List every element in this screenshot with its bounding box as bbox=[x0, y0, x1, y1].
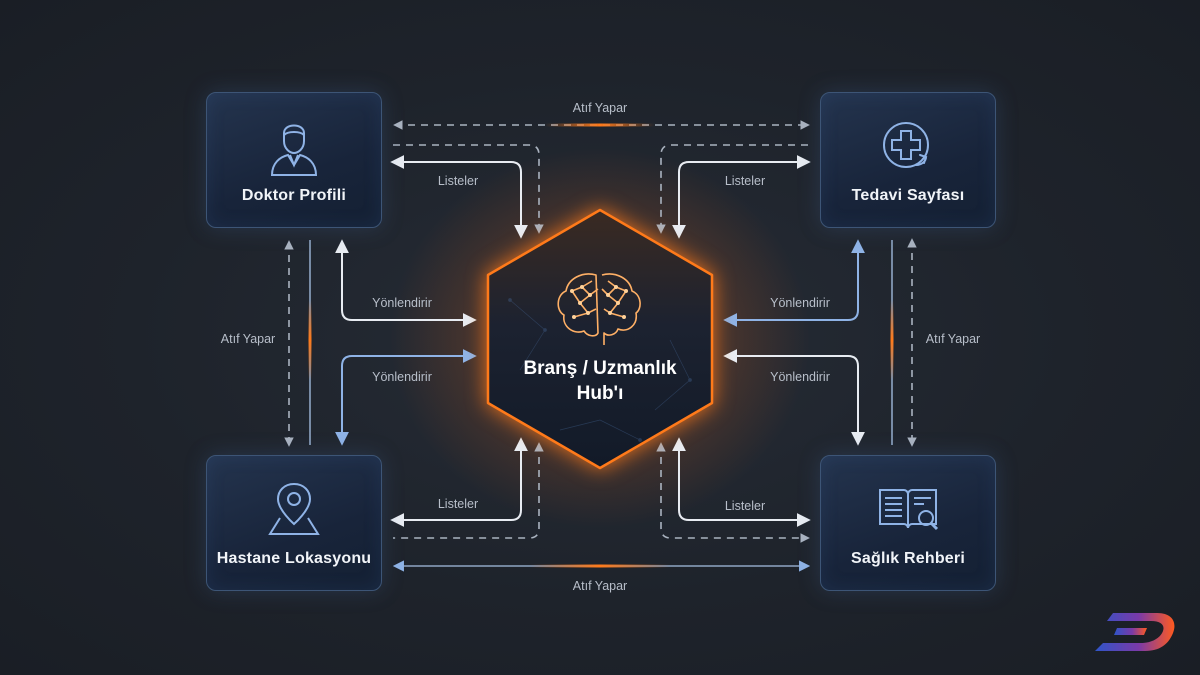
edge-right-atif: Atıf Yapar bbox=[890, 238, 980, 447]
edge-label-bottom-atif: Atıf Yapar bbox=[573, 579, 627, 593]
node-doctor-profile[interactable]: Doktor Profili bbox=[206, 92, 382, 228]
brain-icon bbox=[557, 273, 641, 345]
brand-logo bbox=[1095, 613, 1175, 651]
edge-right-yonlendirir-1: Yönlendirir bbox=[723, 239, 865, 327]
edge-label-listeler-br: Listeler bbox=[725, 499, 765, 513]
edge-left-yonlendirir-2: Yönlendirir bbox=[335, 349, 477, 446]
edge-label-top-atif: Atıf Yapar bbox=[573, 101, 627, 115]
edge-label-right-atif: Atıf Yapar bbox=[926, 332, 980, 346]
edge-label-listeler-bl: Listeler bbox=[438, 497, 478, 511]
edge-label-yonlendirir-l2: Yönlendirir bbox=[372, 370, 432, 384]
edge-listeler-tr: Listeler bbox=[656, 144, 811, 239]
medical-cross-icon bbox=[883, 122, 929, 168]
node-label-hospital: Hastane Lokasyonu bbox=[216, 550, 372, 567]
edge-label-listeler-tr: Listeler bbox=[725, 174, 765, 188]
location-pin-icon bbox=[268, 482, 320, 535]
node-label-doctor: Doktor Profili bbox=[241, 187, 347, 204]
hub-title-line2: Hub'ı bbox=[577, 383, 624, 404]
hub-title-line1: Branş / Uzmanlık bbox=[523, 358, 677, 379]
edge-listeler-bl: Listeler bbox=[390, 437, 544, 539]
node-hospital-location[interactable]: Hastane Lokasyonu bbox=[206, 455, 382, 591]
edge-left-yonlendirir-1: Yönlendirir bbox=[335, 239, 477, 327]
node-label-guide: Sağlık Rehberi bbox=[851, 550, 965, 567]
edge-right-yonlendirir-2: Yönlendirir bbox=[723, 349, 865, 446]
edge-label-yonlendirir-r1: Yönlendirir bbox=[770, 296, 830, 310]
edge-bottom-atif: Atıf Yapar bbox=[392, 560, 811, 593]
edge-label-left-atif: Atıf Yapar bbox=[221, 332, 275, 346]
node-label-treatment: Tedavi Sayfası bbox=[851, 187, 965, 204]
node-treatment-page[interactable]: Tedavi Sayfası bbox=[820, 92, 996, 228]
doctor-icon bbox=[270, 124, 318, 176]
edge-label-yonlendirir-l1: Yönlendirir bbox=[372, 296, 432, 310]
edge-label-listeler-tl: Listeler bbox=[438, 174, 478, 188]
edge-listeler-tl: Listeler bbox=[390, 144, 544, 239]
edge-listeler-br: Listeler bbox=[656, 437, 811, 543]
hub-node[interactable]: Branş / Uzmanlık Hub'ı bbox=[486, 208, 714, 470]
edge-label-yonlendirir-r2: Yönlendirir bbox=[770, 370, 830, 384]
edge-top-atif: Atıf Yapar bbox=[393, 101, 810, 130]
node-health-guide[interactable]: Sağlık Rehberi bbox=[820, 455, 996, 591]
edge-left-atif: Atıf Yapar bbox=[221, 240, 312, 447]
hub-network-texture bbox=[508, 298, 692, 442]
book-search-icon bbox=[879, 489, 939, 531]
